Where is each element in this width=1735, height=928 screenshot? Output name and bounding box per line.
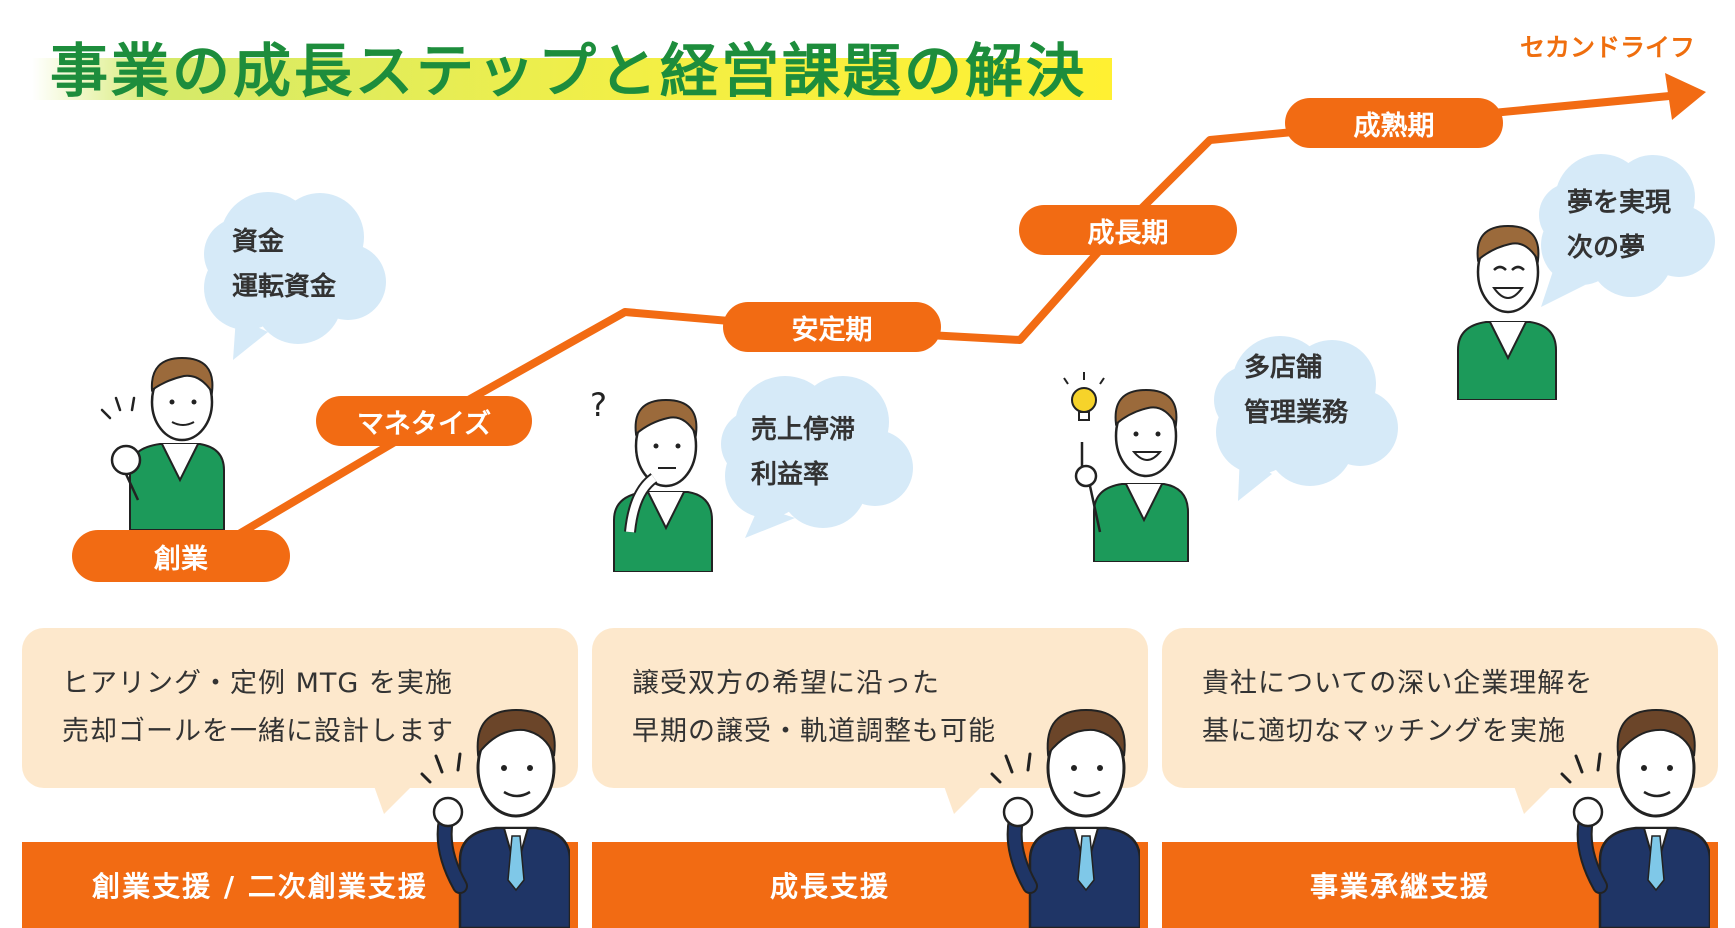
stage-stable: 安定期 [723, 302, 941, 352]
person-idea-icon [1063, 372, 1189, 562]
thought-cloud-dream: 夢を実現次の夢 [1535, 145, 1715, 319]
arrow-head-icon [1665, 73, 1706, 120]
cloud-icon [1539, 154, 1715, 307]
businessman-icon [420, 708, 570, 928]
stage-maturity: 成熟期 [1285, 98, 1503, 148]
businessman-icon [990, 708, 1140, 928]
cloud-icon [1214, 336, 1398, 501]
page-title: 事業の成長ステップと経営課題の解決 [50, 37, 1088, 105]
businessman-icon [1560, 708, 1710, 928]
stage-growth: 成長期 [1019, 205, 1237, 255]
thought-cloud-stores: 多店舗管理業務 [1210, 326, 1400, 510]
stage-monetize: マネタイズ [316, 396, 532, 446]
cloud-icon [204, 192, 386, 360]
thought-cloud-sales: 売上停滞利益率 [715, 366, 915, 550]
person-determined-icon [100, 356, 225, 530]
person-thinking-icon: ? [590, 386, 713, 572]
cloud-icon [721, 376, 913, 538]
thought-cloud-funding: 資金運転資金 [198, 182, 388, 366]
brand-logo: セカンドライフ [1519, 33, 1695, 62]
title-highlight-band [32, 58, 1112, 100]
person-happy-icon [1457, 224, 1557, 400]
svg-text:?: ? [590, 386, 607, 424]
title-area: 事業の成長ステップと経営課題の解決 [32, 18, 1112, 105]
stage-founding: 創業 [72, 530, 290, 582]
